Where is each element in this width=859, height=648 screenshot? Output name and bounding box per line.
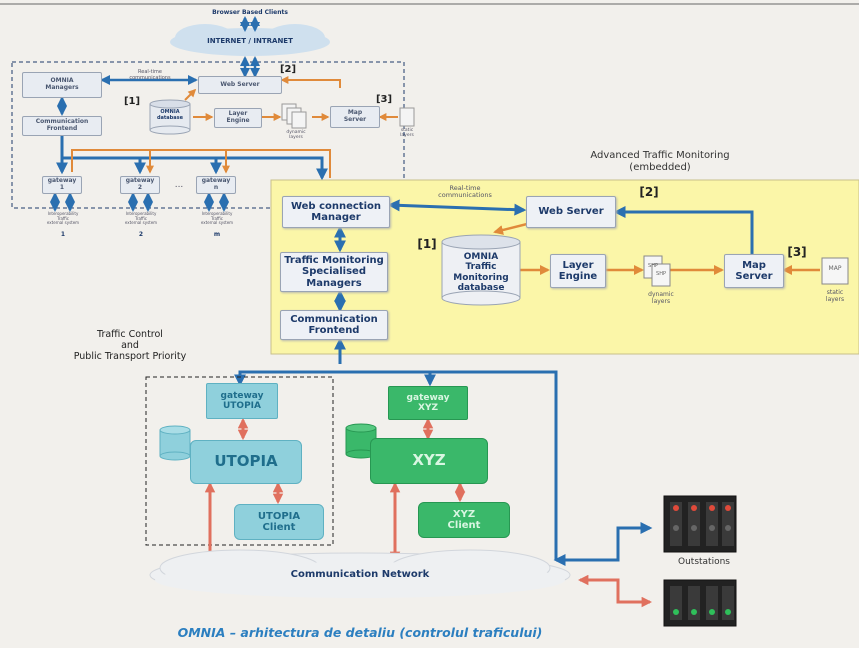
- top-dynamic-layers-stack: [281, 103, 307, 129]
- web-connection-manager-box: Web connection Manager: [282, 196, 390, 228]
- top-comm-frontend-box: Communication Frontend: [22, 116, 102, 136]
- frontend-bus-blue: [60, 136, 328, 181]
- top-layer-engine-box: Layer Engine: [214, 108, 262, 128]
- top-gateway-ellipsis: ...: [174, 180, 184, 190]
- gateway-downlinks: [50, 192, 229, 212]
- top-static-layers-label: static layers: [400, 128, 414, 139]
- top-dynamic-layers-label: dynamic layers: [286, 130, 306, 141]
- top-gateway-1: gateway 1: [42, 176, 82, 194]
- gateway-xyz-box: gateway XYZ: [388, 386, 468, 420]
- xyz-db-cylinder: [345, 423, 377, 459]
- atm-shp-2: SHP: [656, 271, 666, 277]
- internet-cloud: [170, 24, 330, 56]
- atm-title: Advanced Traffic Monitoring (embedded): [590, 150, 730, 173]
- atm-realtime-label: Real-time communications: [438, 184, 492, 200]
- communication-network-label: Communication Network: [290, 569, 430, 580]
- top-omnia-managers-box: OMNIA Managers: [22, 72, 102, 98]
- omnia-system-boundary: [11, 61, 405, 209]
- diagram-caption: OMNIA – arhitectura de detaliu (controlu…: [177, 625, 543, 640]
- atm-static-layers-label: static layers: [825, 289, 845, 303]
- top-tag-2: [2]: [279, 64, 297, 75]
- atm-shp-1: SHP: [648, 263, 658, 269]
- network-outstation1-arrow: [553, 522, 653, 566]
- internet-intranet-label: INTERNET / INTRANET: [207, 37, 293, 45]
- db-webserver-arrow: [184, 88, 197, 101]
- outstation-1-icon: [663, 495, 737, 553]
- atm-tag-1: [1]: [417, 237, 437, 251]
- top-web-server-box: Web Server: [198, 76, 282, 94]
- top-gateway-2-num: 2: [138, 231, 144, 238]
- top-gateway-n-num: m: [213, 231, 221, 238]
- top-gateway-n: gateway n: [196, 176, 236, 194]
- top-gateway-1-sub: Interoperability Traffic external system: [46, 211, 80, 226]
- mapserver-webserver-blue: [613, 206, 754, 254]
- browser-clients-label: Browser Based Clients: [212, 9, 288, 16]
- atm-map-server-box: Map Server: [724, 254, 784, 288]
- outstation-2-icon: [663, 579, 737, 627]
- utopia-boundary: [145, 376, 334, 546]
- top-map-server-box: Map Server: [330, 106, 380, 128]
- network-outstation2-arrow: [577, 574, 653, 608]
- atm-omnia-db-label: OMNIA Traffic Monitoring database: [453, 252, 509, 294]
- xyz-box: XYZ: [370, 438, 488, 484]
- atm-web-server-box: Web Server: [526, 196, 616, 228]
- gateway-utopia-box: gateway UTOPIA: [206, 383, 278, 419]
- atm-tag-3: [3]: [787, 245, 807, 259]
- utopia-box: UTOPIA: [190, 440, 302, 484]
- top-realtime-label: Real-time communications: [129, 69, 171, 81]
- top-omnia-db-cylinder: [149, 99, 191, 135]
- atm-map-icon-label: MAP: [828, 265, 842, 272]
- atm-dynamic-layers-stack: [643, 255, 671, 287]
- top-tag-3: [3]: [375, 94, 393, 105]
- atm-omnia-db-cylinder: [441, 234, 521, 306]
- traffic-control-label: Traffic Control and Public Transport Pri…: [73, 329, 187, 362]
- top-gateway-n-sub: Interoperability Traffic external system: [200, 211, 234, 226]
- orange-bus: [71, 149, 331, 178]
- wcm-webserver-arrow: [387, 199, 527, 216]
- utopia-db-cylinder: [159, 425, 191, 461]
- top-gateway-1-num: 1: [60, 231, 66, 238]
- atm-comm-frontend-box: Communication Frontend: [280, 310, 388, 340]
- tm-specialised-managers-box: Traffic Monitoring Specialised Managers: [280, 252, 388, 292]
- atm-tag-2: [2]: [639, 185, 659, 199]
- outstations-label: Outstations: [678, 557, 730, 567]
- top-omnia-db-label: OMNIA database: [156, 109, 184, 121]
- top-gateway-2: gateway 2: [120, 176, 160, 194]
- top-tag-1: [1]: [123, 96, 141, 107]
- frontend-bus-lower: [234, 370, 558, 560]
- communication-network-cloud: [149, 549, 571, 598]
- atm-dynamic-layers-label: dynamic layers: [648, 291, 674, 305]
- mapserver-webserver-arrow: [280, 76, 341, 88]
- top-gateway-2-sub: Interoperability Traffic external system: [124, 211, 158, 226]
- atm-layer-engine-box: Layer Engine: [550, 254, 606, 288]
- atm-static-map-doc: [821, 257, 849, 285]
- xyz-client-box: XYZ Client: [418, 502, 510, 538]
- utopia-client-box: UTOPIA Client: [234, 504, 324, 540]
- top-static-layer-doc: [399, 107, 415, 127]
